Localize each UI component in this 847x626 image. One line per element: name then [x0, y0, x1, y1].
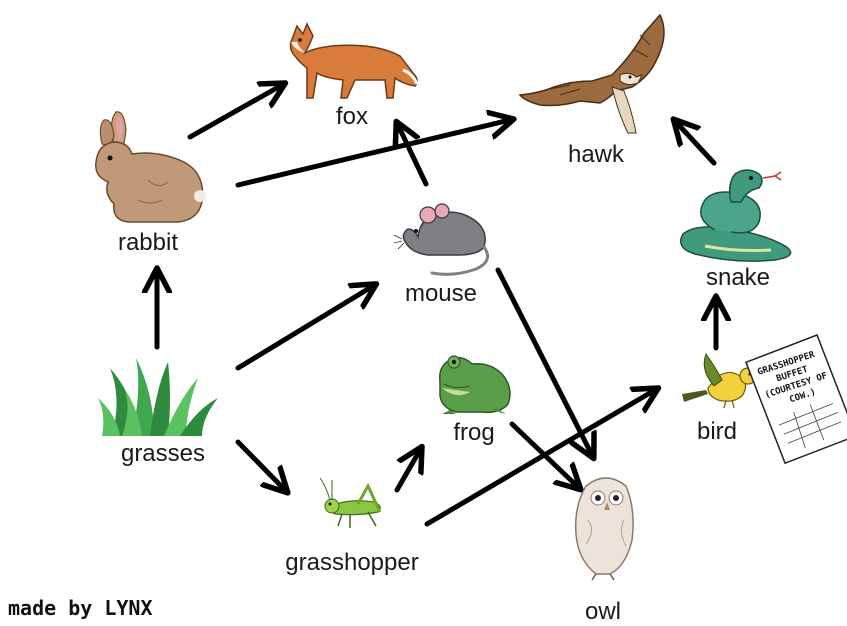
- hawk-icon: [520, 15, 664, 133]
- fox-icon: [291, 24, 418, 98]
- edge-frog-owl: [512, 424, 578, 487]
- node-label-frog: frog: [453, 419, 494, 446]
- node-label-mouse: mouse: [405, 280, 477, 307]
- node-label-rabbit: rabbit: [118, 229, 178, 256]
- edge-grasses-grasshopper: [238, 442, 285, 490]
- grasshopper-buffet-note: GRASSHOPPER BUFFET (COURTESY OF COW.): [745, 333, 847, 465]
- rabbit-icon: [96, 112, 206, 222]
- node-label-owl: owl: [585, 598, 621, 625]
- edge-snake-hawk: [676, 122, 714, 163]
- node-label-grasses: grasses: [121, 440, 205, 467]
- credit-text: made by LYNX: [8, 596, 153, 620]
- mouse-icon: [394, 204, 488, 274]
- node-label-grasshopper: grasshopper: [285, 549, 418, 576]
- edge-rabbit-hawk: [238, 120, 510, 185]
- frog-icon: [440, 356, 510, 414]
- snake-icon: [681, 170, 791, 261]
- node-label-snake: snake: [706, 264, 770, 291]
- edge-mouse-fox: [398, 125, 426, 184]
- edge-grasshopper-frog: [397, 450, 420, 490]
- node-label-fox: fox: [336, 103, 368, 130]
- edge-rabbit-fox: [190, 85, 282, 137]
- grasshopper-icon: [320, 478, 380, 528]
- owl-icon: [576, 478, 633, 580]
- node-label-hawk: hawk: [568, 141, 625, 168]
- node-label-bird: bird: [697, 418, 737, 445]
- grass-icon: [98, 358, 218, 436]
- edge-grasses-mouse: [238, 286, 373, 368]
